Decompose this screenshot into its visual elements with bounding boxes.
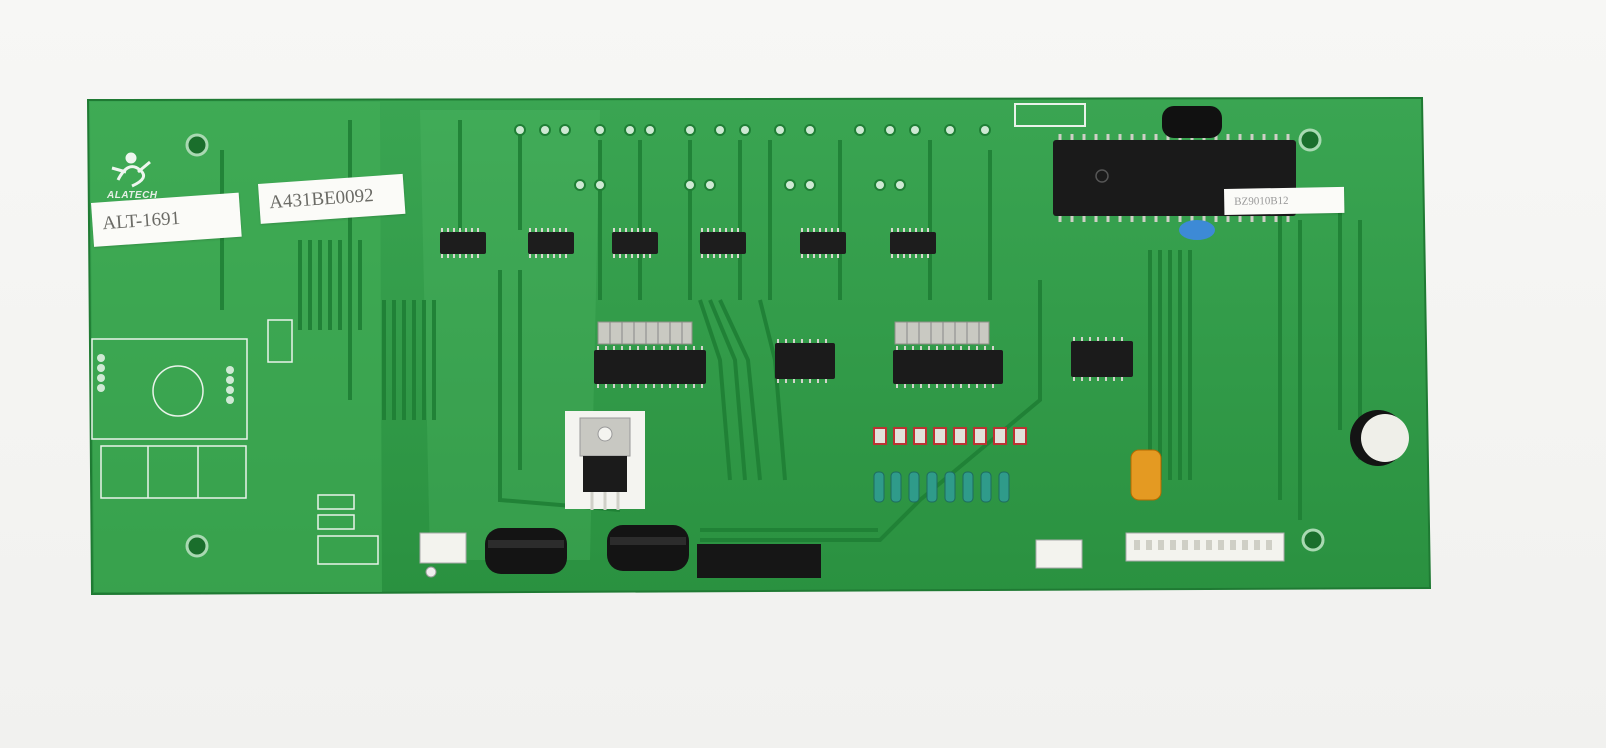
electrolytic-capacitors [485, 106, 1222, 574]
large-ic-pins [597, 337, 1123, 388]
traces-left [220, 120, 1362, 542]
silkscreen-module [91, 319, 379, 565]
buzzer [1350, 410, 1409, 466]
connectors [419, 103, 1285, 578]
diode-row [873, 427, 1027, 445]
via-pads [514, 124, 991, 191]
mcu-firmware-sticker: BZ9010B12 [1224, 186, 1345, 215]
pcb-glare [420, 110, 600, 560]
mounting-holes [185, 128, 1325, 558]
silkscreen-pads [97, 354, 437, 578]
ceramic-capacitor [1179, 220, 1215, 240]
pcb-light-region [90, 102, 382, 592]
large-ics [594, 341, 1133, 384]
soic-pins [441, 228, 929, 258]
voltage-regulator [565, 411, 645, 510]
brand-logo [111, 152, 151, 188]
resistor-array-divisions [609, 322, 980, 344]
connector-pins [1134, 540, 1272, 550]
soic-chips [440, 232, 936, 254]
brand-text: ALATECH [107, 190, 158, 201]
resistor-row [873, 471, 1010, 503]
tantalum-capacitor [1130, 449, 1162, 501]
